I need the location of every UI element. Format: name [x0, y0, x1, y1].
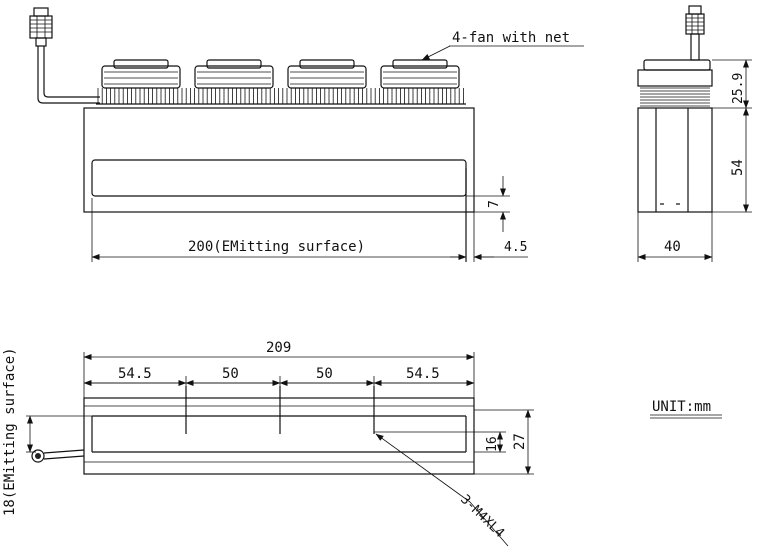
dim-7: 7	[487, 200, 502, 208]
fan-note: 4-fan with net	[452, 30, 570, 46]
fan-1	[101, 59, 181, 89]
side-heatsink	[640, 87, 710, 107]
dim-54-5-left: 54.5	[118, 366, 152, 382]
dim-50-a: 50	[222, 366, 239, 382]
front-cable	[37, 46, 100, 104]
side-connector	[685, 5, 705, 61]
front-connector	[29, 7, 53, 47]
unit-note: UNIT:mm	[650, 399, 722, 419]
dim-4-5: 4.5	[504, 240, 527, 255]
fan-3	[287, 59, 367, 89]
front-view: 4-fan with net 200(EMitting surface) 7 4…	[29, 7, 584, 262]
front-emitting-window	[91, 159, 467, 197]
dim-emitting-height: 18(EMitting surface)	[2, 347, 18, 516]
heatsink-fins	[97, 88, 464, 104]
side-view: 25.9 54 40	[637, 5, 752, 262]
fan-2	[194, 59, 274, 89]
dim-50-b: 50	[316, 366, 333, 382]
unit-label: UNIT:mm	[652, 399, 711, 415]
screw-note: 3-M4XL4	[457, 492, 507, 541]
dim-27: 27	[512, 433, 528, 450]
bottom-body	[83, 397, 475, 475]
front-body	[83, 107, 475, 213]
cable-gland	[31, 449, 45, 463]
dim-16: 16	[485, 436, 500, 452]
dim-54-5-right: 54.5	[406, 366, 440, 382]
side-body	[637, 107, 713, 213]
dim-40: 40	[664, 239, 681, 255]
dim-emitting-width: 200(EMitting surface)	[188, 239, 365, 255]
dim-25-9: 25.9	[731, 73, 746, 104]
dim-209: 209	[266, 340, 291, 356]
fan-4	[380, 59, 460, 89]
dim-54: 54	[730, 159, 746, 176]
bottom-view: 209 54.5 50 50 54.5 16 27 18(EMitting su…	[2, 340, 534, 547]
